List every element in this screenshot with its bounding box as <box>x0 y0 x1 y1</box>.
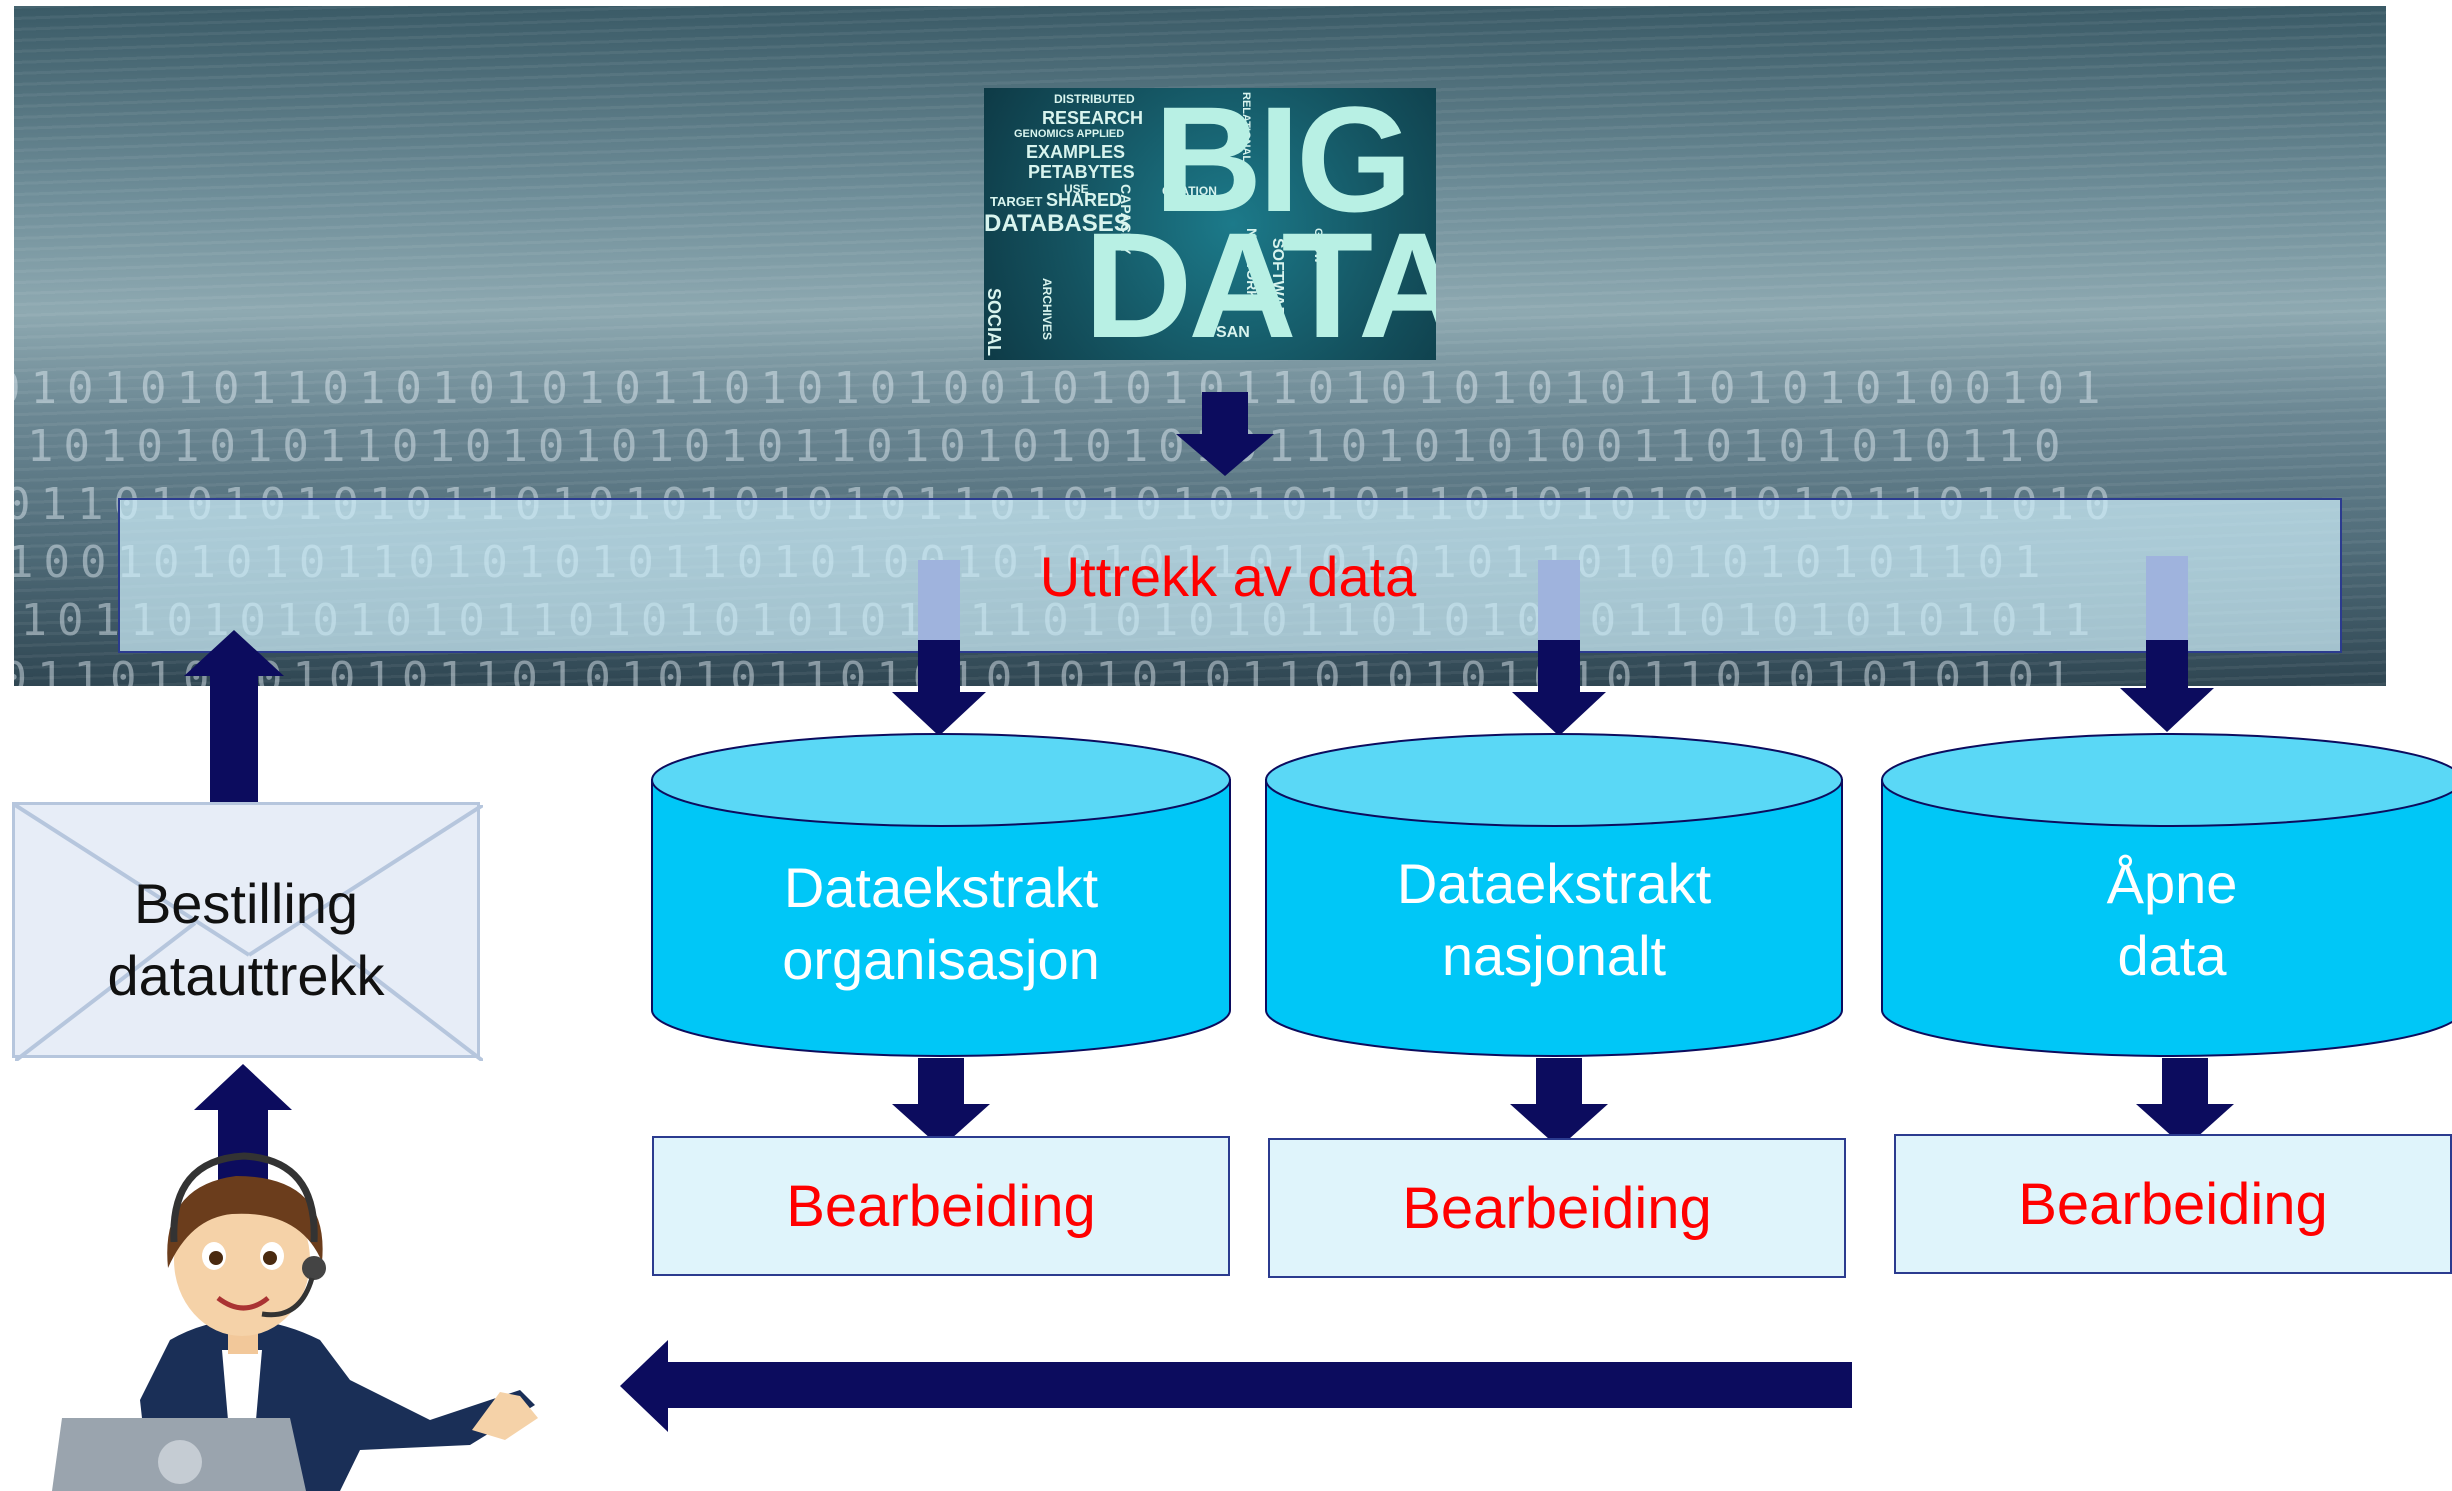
processing-label: Bearbeiding <box>1402 1175 1712 1241</box>
order-label-line: Bestilling <box>133 872 359 935</box>
down-arrow-icon <box>1510 1058 1608 1148</box>
extraction-label: Uttrekk av data <box>1039 545 1417 608</box>
order-label: Bestilling datauttrekk <box>12 868 480 1012</box>
processing-box: Bearbeiding <box>1268 1138 1846 1278</box>
database-label-line: nasjonalt <box>1441 924 1667 987</box>
database-label-line: Dataekstrakt <box>1396 852 1712 915</box>
down-arrow-icon <box>892 1058 990 1148</box>
up-arrow-icon <box>184 630 284 802</box>
processing-label: Bearbeiding <box>786 1173 1096 1239</box>
processing-label: Bearbeiding <box>2018 1171 2328 1237</box>
big-word: BIG <box>1154 88 1413 243</box>
envelope-lines <box>15 805 483 1061</box>
down-arrow-icon <box>892 560 986 736</box>
processing-box: Bearbeiding <box>652 1136 1230 1276</box>
database-label-line: Dataekstrakt <box>783 856 1099 919</box>
database-organisation-label: Dataekstrakt organisasjon <box>652 852 1230 996</box>
laptop-icon <box>52 1418 306 1491</box>
database-label-line: data <box>2117 924 2227 987</box>
down-arrow-icon <box>1512 560 1606 736</box>
data-extraction-band <box>118 498 2342 653</box>
database-label-line: organisasjon <box>782 928 1100 991</box>
database-national-label: Dataekstrakt nasjonalt <box>1266 848 1842 992</box>
database-label-line: Åpne <box>2106 852 2238 915</box>
big-data-logo: DISTRIBUTED RESEARCH GENOMICS APPLIED EX… <box>984 88 1436 360</box>
down-arrow-icon <box>2136 1058 2234 1148</box>
database-open-data-label: Åpne data <box>1882 848 2452 992</box>
database-icon <box>1265 733 1843 1057</box>
order-label-line: datauttrekk <box>107 944 385 1007</box>
database-icon <box>651 733 1231 1057</box>
down-arrow-icon <box>2120 556 2214 732</box>
processing-box: Bearbeiding <box>1894 1134 2452 1274</box>
envelope-icon <box>12 802 483 1061</box>
left-arrow-icon <box>620 1340 1852 1432</box>
database-icon <box>1881 733 2452 1057</box>
down-arrow-icon <box>1176 392 1274 476</box>
data-word: DATA <box>1084 201 1436 360</box>
